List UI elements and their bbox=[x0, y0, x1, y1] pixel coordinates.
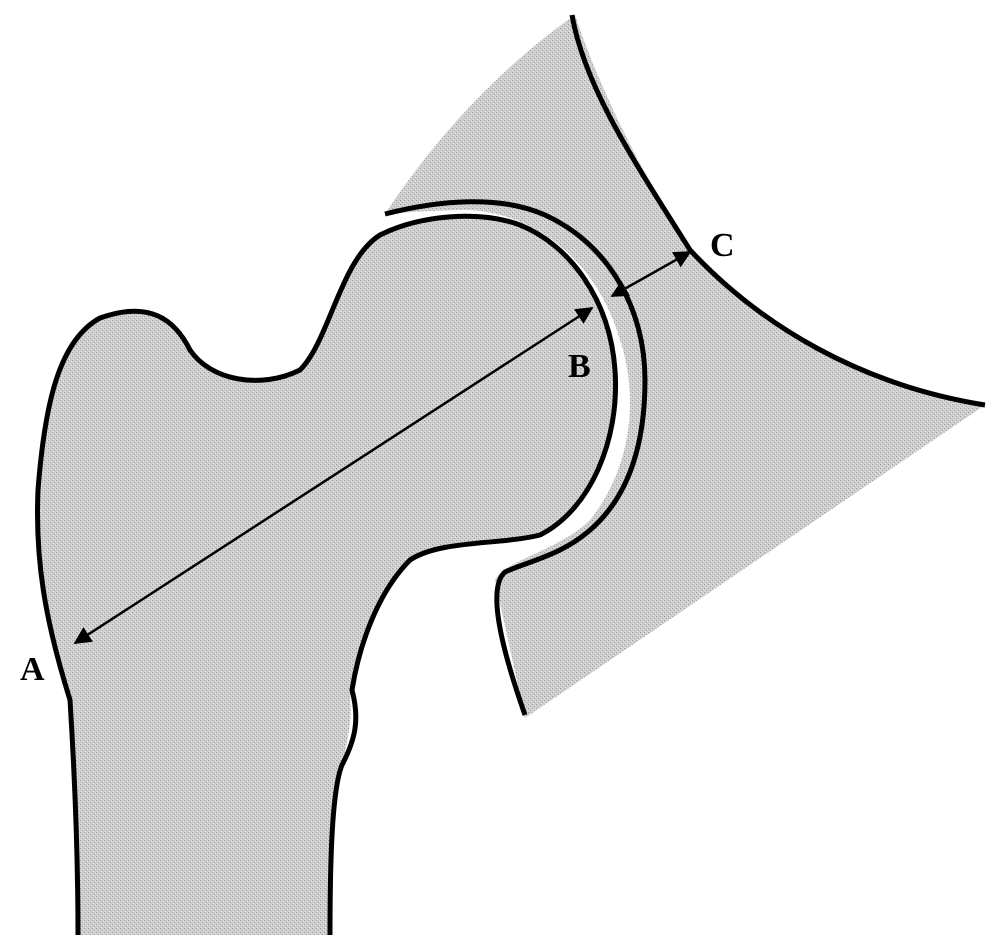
label-b: B bbox=[568, 348, 591, 385]
label-a: A bbox=[20, 651, 45, 688]
measurement-ab bbox=[73, 306, 594, 645]
measurement-bc bbox=[610, 250, 692, 298]
label-c: C bbox=[710, 227, 735, 264]
pelvis-contour bbox=[569, 14, 986, 408]
pelvis-region bbox=[385, 15, 985, 718]
